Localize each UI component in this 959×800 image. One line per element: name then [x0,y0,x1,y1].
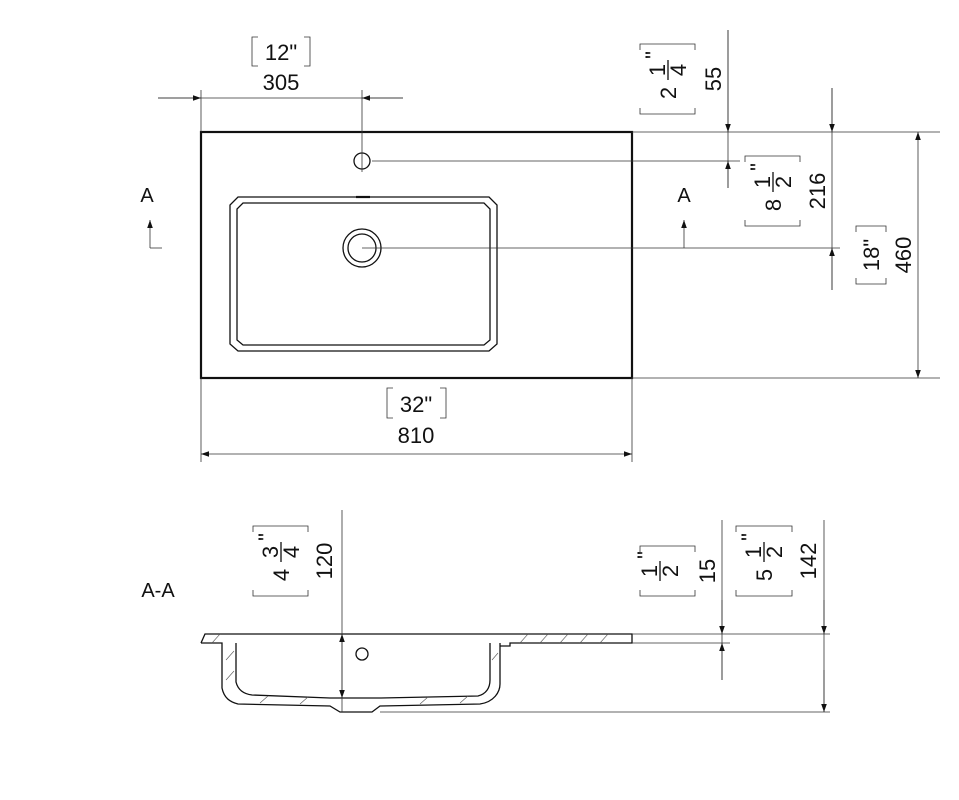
countertop-outline [199,130,634,380]
svg-text:1: 1 [741,546,766,558]
dim-142-mm-label: 142 [796,543,821,580]
dim-120-inch-bracket [252,525,309,597]
bowl-inner-outline [236,202,491,346]
svg-text:": " [737,533,762,541]
section-tap-hole [355,647,369,661]
dim-216-mm-label: 216 [805,173,830,210]
dim-460-inch-bracket [855,225,887,285]
dim-305-mm-label: 305 [263,70,300,95]
svg-text:4: 4 [666,64,691,76]
dim-305-inch-label: 12" [265,40,297,65]
svg-text:4: 4 [269,569,294,581]
section-mark-left: A [140,185,154,207]
dim-55-inch-bracket [639,43,696,115]
plan-view: 12" 305 32" 810 18" 460 2 1 4 " 55 8 [140,30,940,462]
svg-text:1: 1 [645,64,670,76]
dim-142-inch-bracket [735,525,793,597]
section-mark-right: A [677,185,691,207]
svg-text:4: 4 [279,546,304,558]
dim-810-mm-label: 810 [398,423,435,448]
dim-216-inch-bracket [744,155,801,227]
dim-305-inch-bracket [251,36,311,67]
section-bowl-outer [201,642,501,713]
dim-120-mm-label: 120 [312,543,337,580]
svg-text:2: 2 [762,546,787,558]
dim-55-inch-fraction: 2 1 4 " [641,51,691,99]
section-hatching [211,633,609,705]
svg-text:3: 3 [258,546,283,558]
section-label: A-A [141,580,175,602]
section-bowl-inner [235,643,491,699]
dim-460-inch-label: 18" [859,239,884,271]
svg-text:8: 8 [761,199,786,211]
section-top-slab [200,633,633,647]
dim-15-mm-label: 15 [695,559,720,583]
svg-text:1: 1 [637,565,662,577]
section-view: A-A 4 3 [141,510,830,713]
bowl-outer-outline [229,196,498,352]
svg-text:1: 1 [750,176,775,188]
svg-text:5: 5 [752,569,777,581]
svg-text:": " [746,163,771,171]
svg-text:2: 2 [656,87,681,99]
svg-text:2: 2 [658,565,683,577]
svg-text:": " [641,51,666,59]
svg-text:2: 2 [771,176,796,188]
dim-460-mm-label: 460 [891,237,916,274]
dim-810-inch-bracket [386,387,447,419]
dim-15-inch-bracket [639,545,696,597]
dim-15-inch-fraction: 1 2 " [633,551,683,581]
dim-55-mm-label: 55 [701,67,726,91]
svg-text:": " [633,551,658,559]
dim-142-inch-fraction: 5 1 2 " [737,533,787,581]
dim-120-inch-fraction: 4 3 4 " [254,533,304,581]
dim-810-inch-label: 32" [400,392,432,417]
svg-text:": " [254,533,279,541]
dim-216-inch-fraction: 8 1 2 " [746,163,796,211]
